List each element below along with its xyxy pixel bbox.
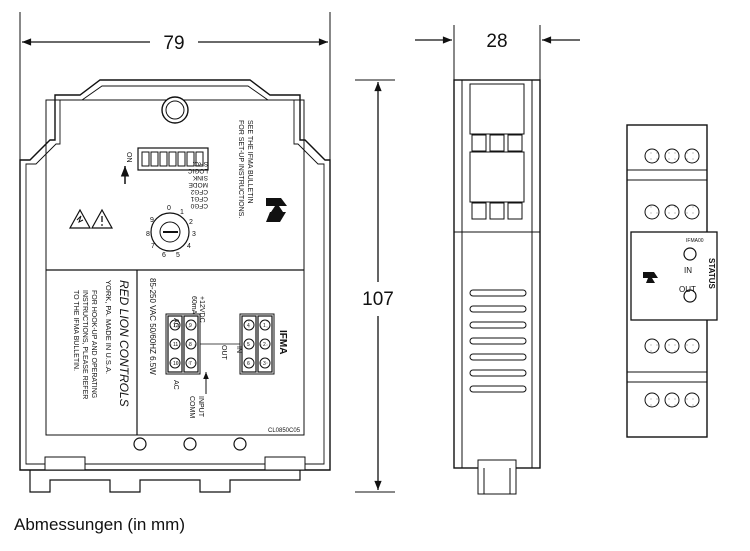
dial-digit: 5	[176, 252, 180, 259]
brand-city: YORK, PA. MADE IN U.S.A.	[104, 280, 113, 374]
status-out-label: OUT	[679, 285, 696, 294]
terminal-number: 5	[247, 342, 250, 348]
lower-label-plate	[45, 269, 305, 436]
bottom-screw	[183, 437, 197, 451]
terminal-number: 11	[173, 342, 178, 348]
terminal-number: 7	[189, 361, 192, 367]
depth-dimension-label: 28	[486, 31, 507, 52]
side-terminal-bottom	[469, 151, 525, 203]
switch-label: SINK	[192, 174, 208, 181]
side-housing	[453, 79, 541, 469]
module-front-view: IFMA00 IN OUT STATUS	[626, 124, 718, 438]
terminal-number: 10	[173, 361, 179, 367]
status-title: STATUS	[707, 258, 716, 289]
terminal-number: 9	[189, 323, 192, 329]
dial-digit: 4	[187, 243, 191, 250]
hookup-note-line2: INSTRUCTIONS, PLEASE REFER	[81, 290, 88, 399]
ac-label-bottom: AC	[172, 380, 179, 390]
brand-name: RED LION CONTROLS	[117, 280, 131, 407]
front-view: 79 ON CFG0 CFG1 CFG2 MODE	[19, 12, 331, 493]
hazard-warning-icon	[68, 208, 92, 229]
height-dimension: 107	[355, 79, 395, 493]
switch-label: MODE	[188, 181, 208, 188]
status-led-out	[683, 289, 697, 303]
dial-digit: 7	[151, 243, 155, 250]
bulletin-note-line2: FOR SET-UP INSTRUCTIONS.	[237, 120, 244, 218]
side-view: 28	[415, 25, 580, 495]
terminal-number: 6	[247, 361, 250, 367]
rotary-address-dial: 0 1 2 3 4 5 6 7 8 9	[146, 205, 196, 259]
terminal-number: 2	[263, 342, 266, 348]
dimensions-caption: Abmessungen (in mm)	[14, 515, 186, 534]
terminal-number: 1	[263, 323, 266, 329]
switch-label: SRC.	[192, 160, 208, 167]
switch-on-label: ON	[125, 152, 132, 163]
terminal-number: 3	[263, 361, 266, 367]
switch-labels: CFG0 CFG1 CFG2 MODE SINK LOGIC SRC.	[187, 160, 208, 209]
supply-output-line2: 60mA	[190, 296, 197, 315]
in-label: IN	[235, 346, 242, 353]
dip-switch-block	[137, 147, 209, 171]
module-small-code: IFMA00	[686, 238, 704, 244]
dial-digit: 8	[146, 231, 150, 238]
hookup-note-line3: TO THE IFMA BULLETIN.	[72, 290, 79, 371]
dial-digit: 0	[167, 205, 171, 212]
top-screw-inner	[165, 100, 185, 120]
comm-label: COMM	[188, 396, 195, 418]
dial-digit: 9	[150, 217, 154, 224]
power-rating: 85-250 VAC 50/60HZ 6.5W	[148, 278, 157, 375]
terminal-number: 12	[173, 323, 179, 329]
din-rail-clip	[29, 470, 301, 493]
height-dimension-label: 107	[362, 289, 394, 310]
bulletin-note-line1: SEE THE IFMA BULLETIN	[246, 120, 253, 204]
input-label: INPUT	[197, 396, 204, 418]
side-terminal-top	[469, 83, 525, 135]
front-housing-outline	[19, 79, 331, 471]
dial-digit: 2	[189, 219, 193, 226]
terminal-number: 4	[247, 323, 250, 329]
module-top-screws	[644, 148, 700, 220]
switch-label: CFG0	[190, 202, 208, 209]
module-logo	[643, 272, 658, 283]
din-clip-tab-right	[264, 456, 306, 471]
module-bottom-screws	[644, 338, 700, 408]
status-led-in	[683, 247, 697, 261]
width-dimension-label: 79	[163, 33, 184, 54]
part-code: CL0850C05	[268, 428, 301, 434]
din-clip-tab-left	[44, 456, 86, 471]
hookup-note-line1: FOR HOOK-UP AND OPERATING	[90, 290, 97, 398]
switch-label: CFG2	[190, 188, 208, 195]
red-lion-logo	[266, 198, 287, 222]
side-vent-slots	[469, 289, 527, 393]
lightning-icon	[76, 215, 84, 223]
switch-label: LOGIC	[187, 167, 208, 174]
terminal-block-left: 12 11 10 9 8 7	[167, 315, 199, 373]
bottom-screw	[233, 437, 247, 451]
dial-digit: 6	[162, 252, 166, 259]
terminal-block-right: 4 5 6 1 2 3	[241, 315, 273, 373]
supply-output-line1: +12VDC	[198, 296, 205, 323]
terminal-number: 8	[189, 342, 192, 348]
bottom-screw	[133, 437, 147, 451]
model-label: IFMA	[277, 330, 288, 354]
dial-digit: 3	[192, 231, 196, 238]
status-in-label: IN	[684, 266, 692, 275]
dial-digit: 1	[180, 209, 184, 216]
out-label: OUT	[220, 345, 227, 361]
caution-warning-icon	[90, 208, 114, 229]
switch-label: CFG1	[190, 195, 208, 202]
